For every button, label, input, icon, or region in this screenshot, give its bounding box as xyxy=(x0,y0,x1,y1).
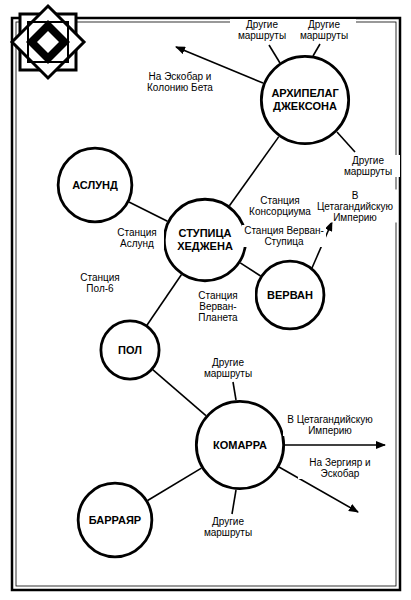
route-note: В Цетагандийскую Империю xyxy=(313,190,397,223)
logo xyxy=(12,6,84,78)
system-name: КОМАРРА xyxy=(203,439,277,452)
system-circle: ВЕРВАН xyxy=(255,260,325,330)
route-note: Другие маршруты xyxy=(336,155,400,177)
jump-route xyxy=(148,468,202,500)
inner-frame xyxy=(16,22,396,586)
system-name: ВЕРВАН xyxy=(263,289,317,302)
system-name: БАРРАЯР xyxy=(85,514,145,527)
jump-route xyxy=(147,275,181,326)
route-note: Другие маршруты xyxy=(230,19,294,41)
route-note: Другие маршруты xyxy=(196,516,260,538)
route-note: Другие маршруты xyxy=(196,357,260,379)
route-note: На Эскобар и Колонию Бета xyxy=(133,71,227,93)
page-frame xyxy=(12,18,400,590)
route-note: Станция Верван-Планета xyxy=(181,290,255,323)
jump-route xyxy=(129,202,167,221)
system-circle: БАРРАЯР xyxy=(77,482,153,558)
station-label: Станция Пол-6 xyxy=(73,272,127,294)
route-note: Другие маршруты xyxy=(292,19,356,41)
system-name: АРХИПЕЛАГ ДЖЕКСОНА xyxy=(268,87,342,112)
route-note: На Зергияр и Эскобар xyxy=(298,457,382,479)
system-circle: АСЛУНД xyxy=(57,147,133,223)
system-name: СТУПИЦА ХЕДЖЕНА xyxy=(171,227,239,252)
system-circle: СТУПИЦА ХЕДЖЕНА xyxy=(163,198,247,282)
station-label: Станция Аслунд xyxy=(110,227,164,249)
system-circle: КОМАРРА xyxy=(195,400,285,490)
system-circle: ПОЛ xyxy=(100,320,160,380)
jump-route xyxy=(240,263,260,276)
station-label: Станция Верван-Ступица xyxy=(242,225,326,247)
route-note: В Цетагандийскую Империю xyxy=(283,414,377,436)
system-circle: АРХИПЕЛАГ ДЖЕКСОНА xyxy=(260,55,350,145)
system-name: АСЛУНД xyxy=(65,179,125,192)
system-name: ПОЛ xyxy=(108,344,152,357)
station-label: Станция Консорциума xyxy=(243,195,317,217)
